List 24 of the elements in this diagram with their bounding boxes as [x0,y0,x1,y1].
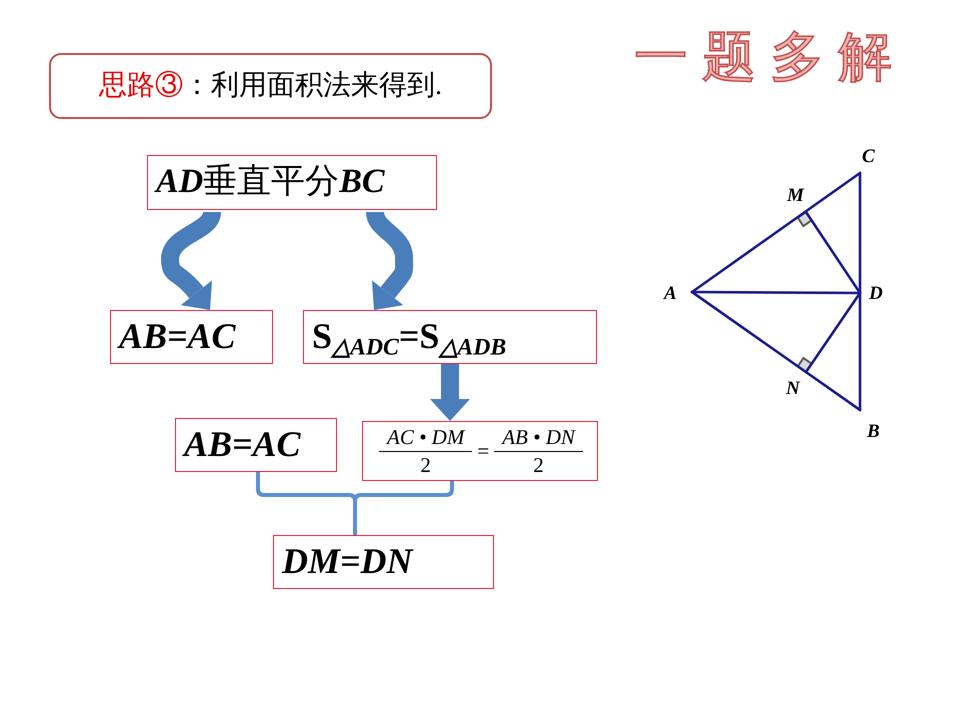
denominator: 2 [532,452,545,476]
point-label: N [786,379,800,398]
numerator: AC • DM [379,426,472,452]
point-label: D [869,284,883,303]
denominator: 2 [419,452,432,476]
formula-box: S$_{△ADC}$=S$_{△ADB}$ [303,310,597,364]
formula-box: AB=AC [110,310,273,364]
point-label: C [862,147,875,166]
heading-text: ：利用面积法来得到. [183,72,442,100]
curved-arrow [366,210,414,310]
equals-sign: = [476,440,490,462]
curved-arrow [161,210,221,310]
formula-box: AB=AC [175,418,337,472]
fraction-box [362,421,598,481]
point-label: M [787,186,804,205]
title: 一题多解 [634,30,906,84]
heading-box [49,53,492,119]
point-label: B [867,422,880,441]
formula-box: AD垂直平分BC [147,155,437,210]
numerator: AB • DN [494,426,583,452]
block-arrow [430,364,470,421]
point-label: A [664,284,677,303]
step-label: 思路③ [99,72,183,100]
formula-box: DM=DN [273,535,494,589]
